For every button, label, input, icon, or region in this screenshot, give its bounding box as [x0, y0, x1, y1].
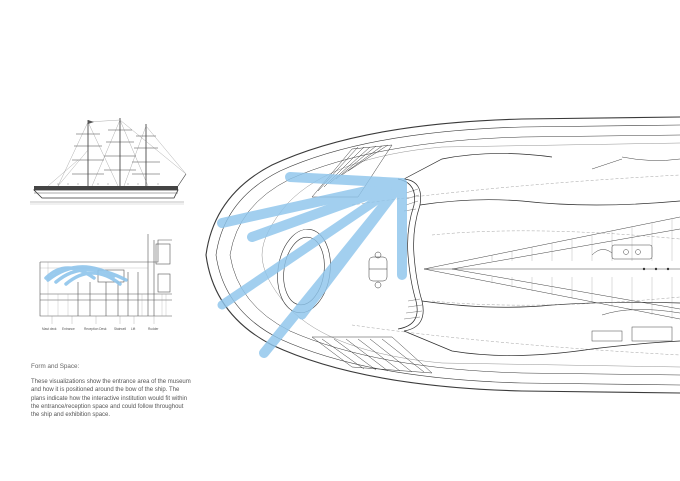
caption-block: Form and Space: These visualizations sho…	[31, 363, 191, 419]
caption-title: Form and Space:	[31, 363, 80, 370]
ship-elevation-drawing	[28, 110, 188, 210]
section-label-stairwell: Stairwell	[114, 327, 127, 331]
section-label-lift: Lift	[131, 327, 136, 331]
bow-plan-drawing	[192, 105, 680, 400]
section-view-drawing: Mast deck Entrance Reception Desk Stairw…	[38, 234, 173, 334]
section-label-entrance: Entrance	[62, 327, 75, 331]
caption-body: These visualizations show the entrance a…	[31, 379, 191, 418]
section-label-rudder: Rudder	[148, 327, 159, 331]
section-label-reception-desk: Reception Desk	[84, 327, 107, 331]
section-label-mast-deck: Mast deck	[42, 327, 57, 331]
